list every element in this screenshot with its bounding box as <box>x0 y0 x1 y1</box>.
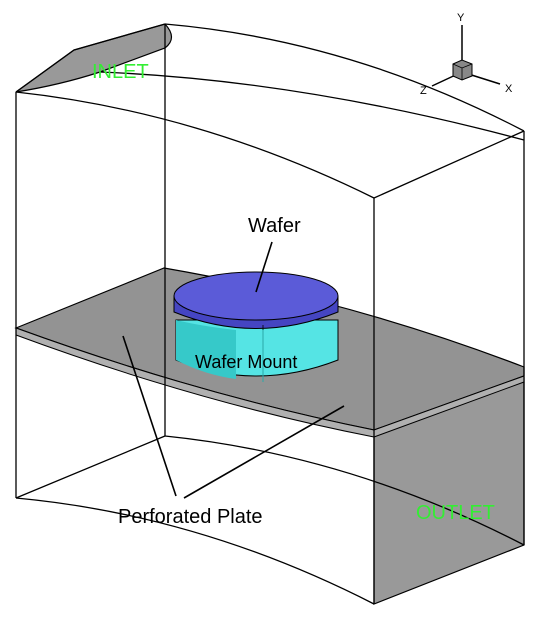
wafer-mount <box>175 319 339 382</box>
axis-triad: Y Z X <box>420 12 513 97</box>
leader-lines <box>122 241 345 499</box>
wafer-label: Wafer <box>248 215 301 237</box>
perforated-plate-label: Perforated Plate <box>118 506 263 528</box>
wafer <box>173 271 339 330</box>
wafer-mount-label: Wafer Mount <box>195 352 297 372</box>
axis-y-label: Y <box>457 12 465 24</box>
axis-z-label: Z <box>420 85 427 97</box>
inlet-label: INLET <box>92 61 149 83</box>
outlet-label: OUTLET <box>416 502 495 524</box>
axis-x-label: X <box>505 83 513 95</box>
inlet-face <box>15 23 173 93</box>
domain-box-edges <box>15 23 525 605</box>
